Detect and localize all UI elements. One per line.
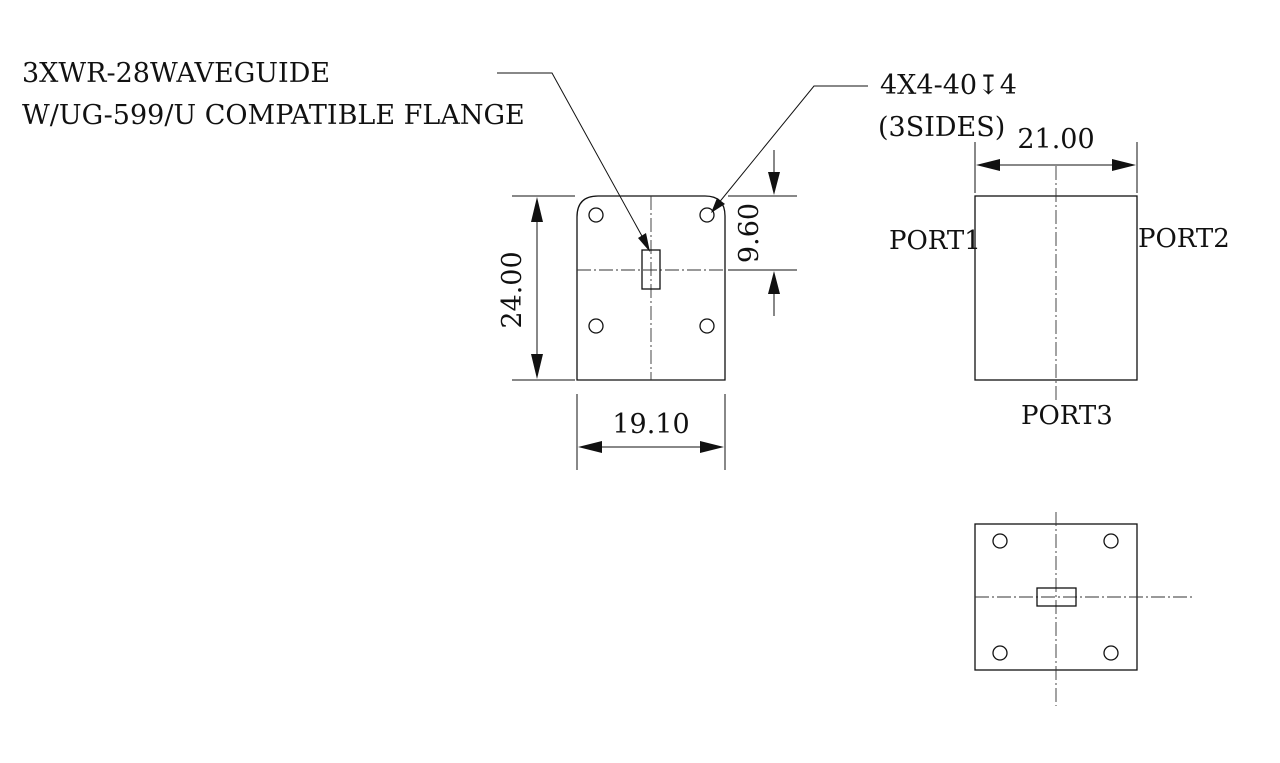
mounting-hole [699, 318, 715, 334]
mounting-hole [1103, 645, 1119, 661]
waveguide-leader [497, 72, 650, 252]
mounting-hole [992, 645, 1008, 661]
port3-label: PORT3 [1021, 401, 1113, 431]
port3-aperture [1036, 587, 1077, 607]
height-dimension: 24.00 [497, 195, 575, 381]
port2-label: PORT2 [1138, 224, 1230, 254]
holes-leader [711, 85, 868, 213]
bottom-view [974, 512, 1194, 706]
holes-note-line2: (3SIDES) [878, 112, 1005, 143]
holes-note-line1: 4X4-40↧4 [880, 70, 1017, 101]
top-width-dimension: 21.00 [974, 124, 1138, 193]
top-view: PORT1 PORT2 PORT3 [889, 166, 1230, 431]
depth-symbol: ↧ [977, 70, 1000, 101]
top-width-dimension-value: 21.00 [1017, 124, 1094, 155]
waveguide-port-aperture [641, 249, 661, 290]
height-dimension-value: 24.00 [497, 251, 528, 328]
front-width-dimension: 19.10 [576, 394, 726, 470]
mounting-hole [588, 318, 604, 334]
mounting-hole [1103, 533, 1119, 549]
hole-offset-dimension-value: 9.60 [734, 203, 765, 263]
front-view [576, 195, 726, 381]
front-width-dimension-value: 19.10 [612, 409, 689, 440]
holes-thread-spec: 4X4-40 [880, 70, 977, 101]
mounting-hole [699, 207, 715, 223]
holes-depth-value: 4 [1000, 70, 1017, 101]
mounting-hole [992, 533, 1008, 549]
front-view-outline [576, 195, 726, 381]
mounting-hole [588, 207, 604, 223]
hole-offset-dimension: 9.60 [728, 150, 797, 316]
waveguide-note-line1: 3XWR-28WAVEGUIDE [22, 58, 330, 89]
port1-label: PORT1 [889, 226, 981, 256]
waveguide-note-line2: W/UG-599/U COMPATIBLE FLANGE [22, 100, 525, 131]
